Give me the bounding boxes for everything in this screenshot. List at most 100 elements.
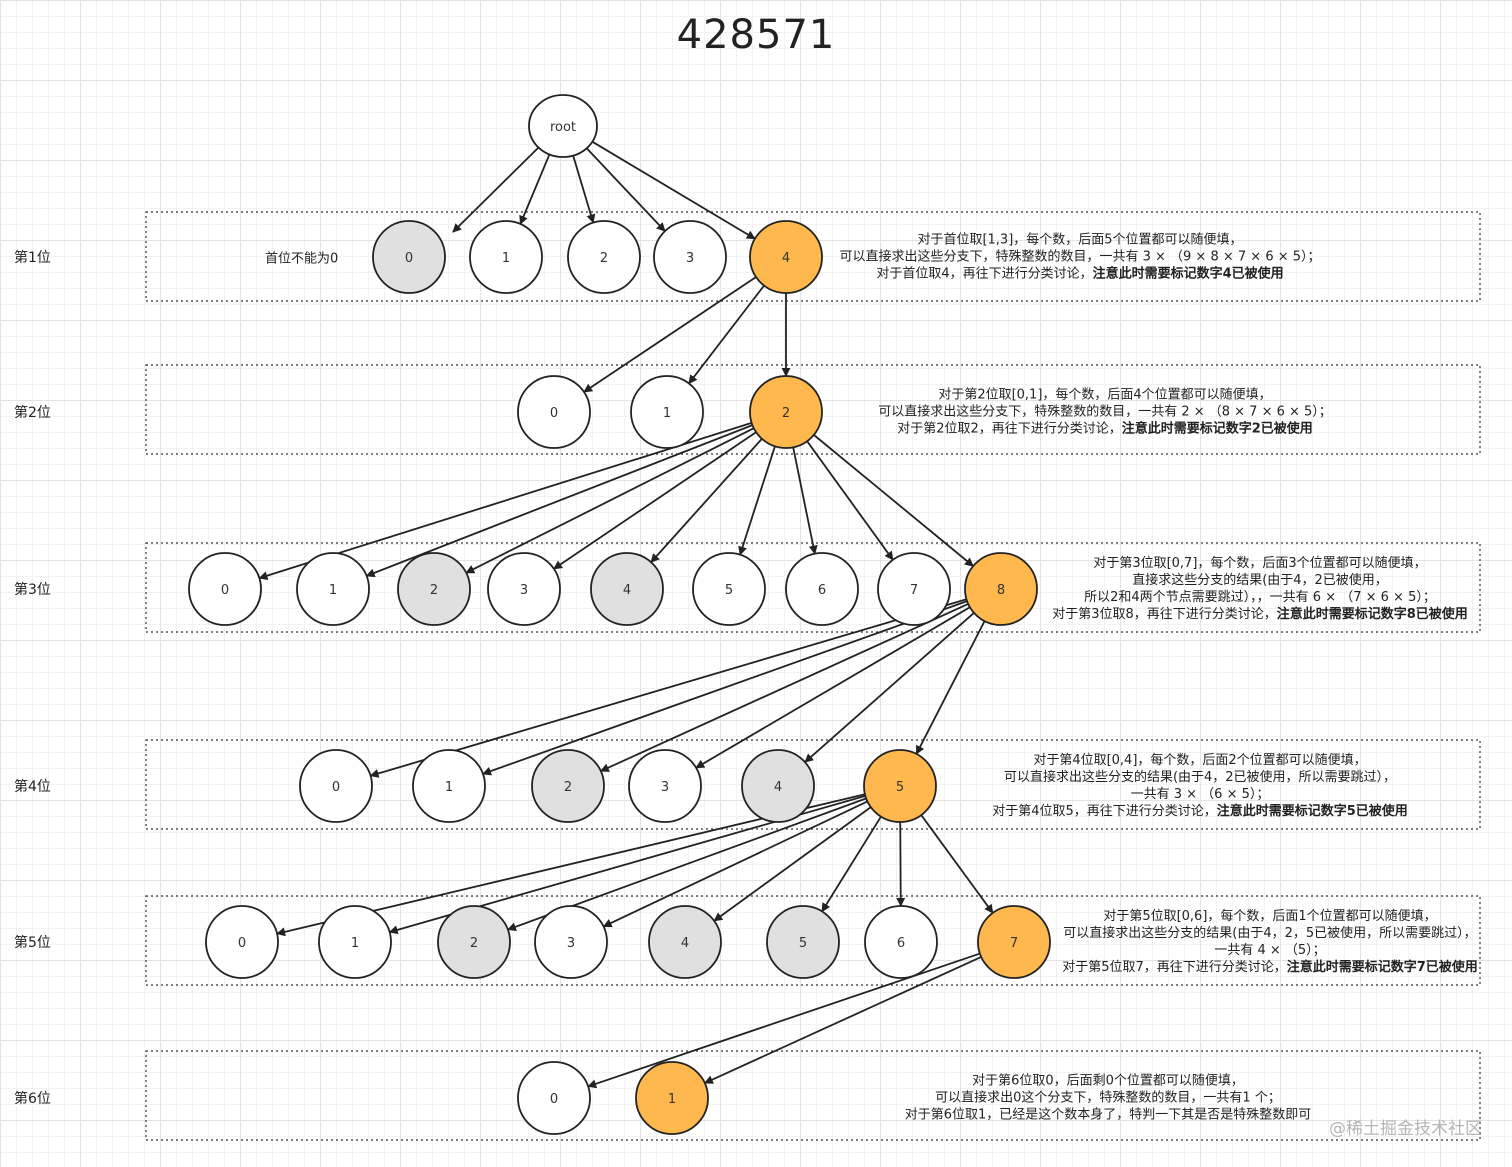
level-1-node-2: 2 [567,220,641,294]
level-5-node-2-label: 2 [470,936,478,951]
level-1-node-2-label: 2 [600,251,608,266]
level-4-note-line: 可以直接求出这些分支的结果(由于4，2已被使用，所以需要跳过）， [1003,770,1397,785]
level-2-node-0-label: 0 [550,406,558,421]
level-5-node-1: 1 [318,905,392,979]
edge-l2-to-l3-5 [738,445,776,556]
level-3-node-4-label: 4 [623,583,631,598]
level-5-node-7: 7 [977,905,1051,979]
edge-l2-to-l3-3 [553,431,757,570]
edge-l3-to-l4-1 [482,600,968,776]
level-3-note-emphasis: 注意此时需要标记数字8已被使用 [1276,607,1468,622]
level-6-label: 第6位 [14,1091,51,1107]
level-3-node-1: 1 [296,552,370,626]
level-5-node-6-label: 6 [897,936,905,951]
level-3-node-0-label: 0 [221,583,229,598]
level-5-note-line: 可以直接求出这些分支的结果(由于4，2，5已被使用，所以需要跳过）， [1063,926,1477,941]
level-1-note-line: 对于首位取[1,3]，每个数，后面5个位置都可以随便填， [917,232,1243,248]
level-5-node-3: 3 [534,905,608,979]
level-4-note-emphasis: 注意此时需要标记数字5已被使用 [1216,804,1408,819]
edge-l3-to-l4-4 [804,612,975,763]
root-node-label: root [550,120,576,135]
level-2-note-emphasis: 注意此时需要标记数字2已被使用 [1121,421,1313,437]
level-6-note-line: 对于第6位取1，已经是这个数本身了，特判一下其是否是特殊整数即可 [904,1107,1312,1123]
edge-l2-to-l3-4 [650,438,763,563]
edge-root-3 [586,147,666,232]
edge-l2-to-l3-8 [813,434,974,567]
edge-l3-to-l4-5 [915,620,986,755]
level-2-note-line: 对于第2位取2，再往下进行分类讨论， [897,421,1122,437]
level-3-label: 第3位 [14,582,51,598]
level-4-node-4: 4 [741,749,815,823]
level-4-label: 第4位 [14,779,51,795]
level-1-note: 对于首位取[1,3]，每个数，后面5个位置都可以随便填，可以直接求出这些分支下，… [820,232,1340,283]
level-3-node-5: 5 [692,552,766,626]
level-5-node-1-label: 1 [351,936,359,951]
level-3-node-0: 0 [188,552,262,626]
edge-l1-to-l2-1 [688,285,765,385]
level-3-note-line: 对于第3位取8，再往下进行分类讨论， [1052,607,1277,622]
level-1-node-1-label: 1 [502,251,510,266]
level-1-node-4: 4 [749,220,823,294]
level-2-node-2-label: 2 [782,406,790,421]
level-4-node-3: 3 [628,749,702,823]
edge-l2-to-l3-7 [806,440,894,561]
edge-l2-to-l3-6 [792,447,818,555]
level-4-note-line: 对于第4位取[0,4]，每个数，后面2个位置都可以随便填， [1033,753,1367,768]
edge-l2-to-l3-1 [365,424,753,578]
level-3-node-4: 4 [590,552,664,626]
edge-root-0 [452,146,540,233]
level-2-node-0: 0 [517,375,591,449]
level-5-note-line: 对于第5位取7，再往下进行分类讨论， [1062,960,1287,975]
level-3-node-2-label: 2 [430,583,438,598]
edge-root-2 [572,155,596,224]
edge-l2-to-l3-2 [465,427,755,574]
level-5-note-emphasis: 注意此时需要标记数字7已被使用 [1286,960,1478,975]
level-2-frame [145,364,1481,455]
level-6-note-line: 可以直接求出0这个分支下，特殊整数的数目，一共有1 个； [935,1090,1281,1106]
level-1-node-0-label: 0 [405,251,413,266]
level-6-node-0-label: 0 [550,1092,558,1107]
level-2-node-2: 2 [749,375,823,449]
level-3-note-line: 直接求这些分支的结果(由于4，2已被使用， [1132,573,1388,588]
level-3-node-2: 2 [397,552,471,626]
level-4-node-3-label: 3 [661,780,669,795]
level-4-node-5: 5 [863,749,937,823]
level-2-note-line: 可以直接求出这些分支下，特殊整数的数目，一共有 2 × （8 × 7 × 6 ×… [878,404,1332,420]
level-2-note-line: 对于第2位取[0,1]，每个数，后面4个位置都可以随便填， [938,387,1272,403]
level-3-node-5-label: 5 [725,583,733,598]
level-2-node-1: 1 [630,375,704,449]
level-1-frame [145,211,1481,302]
edge-l3-to-l4-0 [369,598,967,778]
level-6-node-1: 1 [635,1061,709,1135]
level-5-label: 第5位 [14,935,51,951]
level-1-node-4-label: 4 [782,251,790,266]
level-5-note: 对于第5位取[0,6]，每个数，后面1个位置都可以随便填，可以直接求出这些分支的… [1040,908,1500,976]
level-3-node-6: 6 [785,552,859,626]
level-5-node-5-label: 5 [799,936,807,951]
level-3-node-3-label: 3 [520,583,528,598]
level-4-node-1-label: 1 [445,780,453,795]
level-1-note-emphasis: 注意此时需要标记数字4已被使用 [1092,266,1284,282]
level-3-node-8-label: 8 [997,583,1005,598]
edge-l4-to-l5-5 [821,816,882,913]
level-1-node-0: 0 [372,220,446,294]
level-3-node-1-label: 1 [329,583,337,598]
level-1-node-1: 1 [469,220,543,294]
level-6-note-line: 对于第6位取0，后面剩0个位置都可以随便填， [972,1073,1244,1089]
level-6-frame [145,1050,1481,1141]
level-2-label: 第2位 [14,405,51,421]
edge-l4-to-l5-6 [896,821,906,907]
level-5-node-4: 4 [648,905,722,979]
diagram-title: 428571 [676,12,836,58]
level-1-aside: 首位不能为0 [265,251,339,267]
level-3-node-3: 3 [487,552,561,626]
edge-l4-to-l5-7 [920,814,994,914]
edge-l3-to-l4-2 [599,603,969,772]
level-4-note: 对于第4位取[0,4]，每个数，后面2个位置都可以随便填， 可以直接求出这些分支的… [950,752,1450,820]
edge-root-1 [519,154,551,225]
level-4-node-0: 0 [299,749,373,823]
level-5-node-0-label: 0 [238,936,246,951]
level-4-note-line: 对于第4位取5，再往下进行分类讨论， [992,804,1217,819]
level-4-node-2-label: 2 [564,780,572,795]
